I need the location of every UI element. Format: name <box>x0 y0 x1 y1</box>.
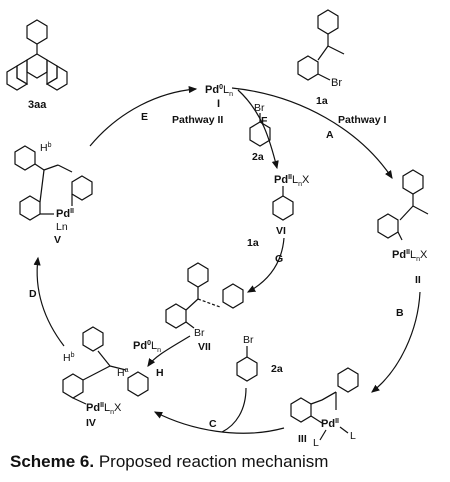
intermediate-iv-id: IV <box>86 417 96 429</box>
substrate-1a-structure <box>297 9 345 81</box>
aryl-bromide-bottom-br: Br <box>243 334 254 346</box>
step-F: F <box>261 115 268 127</box>
intermediate-iii-l1: L <box>350 430 356 442</box>
intermediate-iv-hb: Hb <box>63 352 75 364</box>
step-D: D <box>29 288 37 300</box>
intermediate-iii-pd: PdII <box>321 418 339 430</box>
arrow-H <box>147 335 191 367</box>
step-H: H <box>156 367 164 379</box>
intermediate-vi-id: VI <box>276 225 286 237</box>
arrow-D <box>33 256 65 347</box>
intermediate-vii-br: Br <box>194 327 205 339</box>
caption-label: Scheme 6. <box>10 452 95 471</box>
product-3aa-structure <box>6 19 68 91</box>
intermediate-iii-l2: L <box>313 437 319 449</box>
intermediate-v-structure <box>14 145 93 221</box>
intermediate-v-pd: PdII <box>56 208 74 220</box>
aryl-bromide-bottom-label: 2a <box>271 363 283 375</box>
intermediate-iii-structure <box>290 367 359 441</box>
intermediate-v-ln: Ln <box>56 221 68 233</box>
product-label: 3aa <box>28 99 47 111</box>
aryl-bromide-top-structure <box>249 113 271 147</box>
aryl-bromide-bottom-structure <box>236 346 258 382</box>
step-G-reagent: 1a <box>247 237 259 249</box>
intermediate-iii-id: III <box>298 433 307 445</box>
arrow-E <box>89 86 198 147</box>
arrow-F <box>237 89 279 170</box>
aryl-bromide-top-label: 2a <box>252 151 264 163</box>
intermediate-iv-structure <box>62 326 149 405</box>
arrow-G <box>246 237 285 293</box>
pathway-ii-label: Pathway II <box>172 114 223 126</box>
intermediate-vii-structure <box>165 262 244 329</box>
caption-text: Proposed reaction mechanism <box>98 452 329 471</box>
intermediate-vi-structure <box>272 186 294 221</box>
intermediate-v-hb: Hb <box>40 142 52 154</box>
intermediate-ii-id: II <box>415 274 421 286</box>
arrows <box>33 86 421 434</box>
step-B: B <box>396 307 404 319</box>
step-A: A <box>326 129 334 141</box>
intermediate-vi-pd: PdIILnX <box>274 174 310 188</box>
arrow-C-input <box>221 387 247 433</box>
intermediate-ii-pd: PdIILnX <box>392 249 428 263</box>
svg-text:Pd0Ln: Pd0Ln <box>205 84 233 98</box>
intermediate-iv-ha: Ha <box>117 367 129 379</box>
arrow-A <box>231 87 393 179</box>
intermediate-ii-structure <box>377 169 429 241</box>
step-E: E <box>141 111 148 123</box>
step-C: C <box>209 418 217 430</box>
catalyst-id: I <box>217 98 220 110</box>
intermediate-iv-pd: PdIILnX <box>86 402 122 416</box>
arrow-B <box>371 291 421 393</box>
intermediate-vii-id: VII <box>198 341 211 353</box>
step-G: G <box>275 253 283 265</box>
substrate-1a-br: Br <box>331 77 342 89</box>
arrow-C <box>153 411 285 434</box>
pd0-side-label: Pd0Ln <box>133 340 161 354</box>
scheme-caption: Scheme 6. Proposed reaction mechanism <box>10 452 328 472</box>
pathway-i-label: Pathway I <box>338 114 387 126</box>
catalyst-pd0-label: Pd0Ln <box>205 84 233 98</box>
intermediate-v-id: V <box>54 234 61 246</box>
aryl-bromide-top-br: Br <box>254 102 265 114</box>
substrate-1a-label: 1a <box>316 95 328 107</box>
